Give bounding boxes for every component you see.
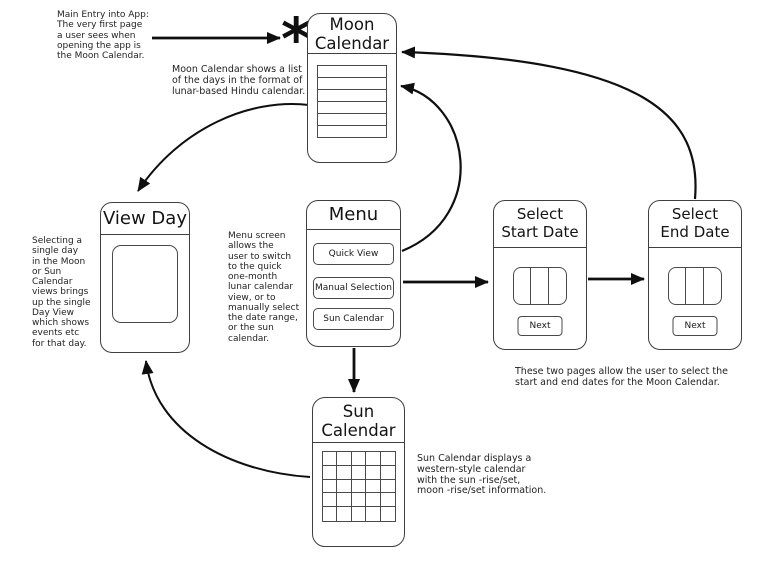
- moon-calendar-title: Moon Calendar: [308, 14, 396, 54]
- arrow-quick-view-to-moon: [400, 82, 462, 253]
- manual-selection-button: Manual Selection: [313, 277, 394, 299]
- moon-calendar-note: Moon Calendar shows a list of the days i…: [172, 64, 306, 97]
- select-start-date-title: Select Start Date: [494, 201, 586, 248]
- arrow-end-date-to-moon: [401, 46, 697, 200]
- start-date-picker: [513, 267, 567, 305]
- quick-view-button: Quick View: [313, 243, 394, 265]
- view-day-screen: View Day: [100, 202, 190, 353]
- select-end-date-screen: Select End Date Next: [648, 200, 742, 350]
- select-end-date-title: Select End Date: [649, 201, 741, 248]
- main-entry-asterisk-icon: *: [281, 5, 312, 73]
- sun-calendar-button: Sun Calendar: [313, 308, 394, 330]
- view-day-title: View Day: [101, 203, 189, 235]
- view-day-note: Selecting a single day in the Moon or Su…: [32, 236, 91, 349]
- sun-calendar-screen: Sun Calendar: [312, 397, 405, 547]
- sun-calendar-note: Sun Calendar displays a western-style ca…: [417, 453, 547, 497]
- sun-calendar-title: Sun Calendar: [313, 398, 404, 443]
- main-entry-note: Main Entry into App: The very first page…: [57, 10, 149, 61]
- sun-calendar-month-grid: [322, 451, 396, 522]
- select-start-date-screen: Select Start Date Next: [493, 200, 587, 350]
- arrow-sun-to-view-day: [141, 360, 311, 478]
- select-dates-note: These two pages allow the user to select…: [515, 366, 728, 388]
- moon-calendar-day-list: [317, 65, 387, 138]
- arrow-moon-to-view-day: [137, 103, 310, 192]
- start-next-button: Next: [517, 316, 563, 336]
- menu-screen: Menu Quick View Manual Selection Sun Cal…: [306, 200, 401, 347]
- end-date-picker: [668, 267, 722, 305]
- end-next-button: Next: [672, 316, 718, 336]
- menu-note: Menu screen allows the user to switch to…: [228, 231, 300, 344]
- moon-calendar-screen: Moon Calendar: [307, 13, 397, 163]
- menu-title: Menu: [307, 201, 400, 230]
- day-detail-panel: [112, 245, 178, 323]
